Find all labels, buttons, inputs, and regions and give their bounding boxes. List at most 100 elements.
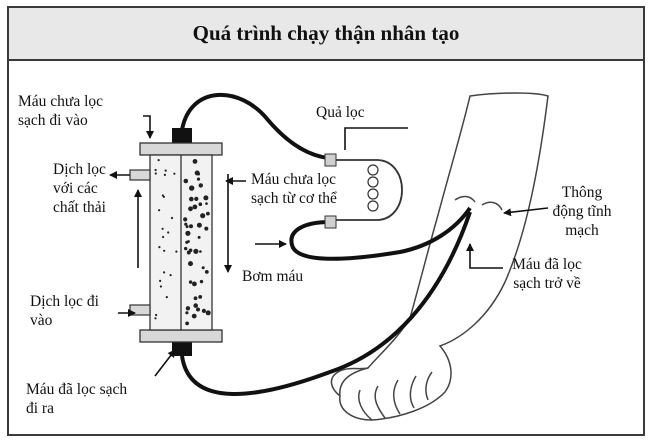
label-line: Thông xyxy=(561,184,603,201)
fibre-dot xyxy=(191,313,197,319)
fibre-dot xyxy=(164,169,167,172)
fibre-dot xyxy=(196,307,200,312)
fibre-dot xyxy=(167,231,170,234)
fibre-dot xyxy=(188,261,193,267)
fibre-dot xyxy=(192,281,197,287)
fibre-dot xyxy=(206,211,210,216)
fibre-dot xyxy=(199,250,202,253)
fibre-dot xyxy=(185,321,190,326)
fibre-dot xyxy=(188,280,193,284)
label-dialysate-out: Dịch lọc với các chất thải xyxy=(53,160,106,217)
fibre-dot xyxy=(163,249,166,252)
label-line: với các xyxy=(53,180,98,197)
fibre-dot xyxy=(203,195,209,201)
fibre-dot xyxy=(173,172,176,175)
fibre-dot xyxy=(199,279,204,284)
fibre-dot xyxy=(158,209,161,212)
fibre-dot xyxy=(162,235,165,239)
fibre-dot xyxy=(189,196,194,202)
fibre-dot xyxy=(205,202,208,205)
label-line: sạch đi vào xyxy=(18,112,88,129)
fibre-dot xyxy=(192,204,198,210)
fibre-dot xyxy=(163,271,166,274)
fibre-dot xyxy=(187,240,190,243)
label-blood-pump: Bơm máu xyxy=(242,268,304,285)
fibre-dot xyxy=(194,196,199,201)
label-line: mạch xyxy=(565,222,599,239)
fibre-dot xyxy=(161,227,164,230)
label-line: chất thải xyxy=(53,199,106,216)
fibre-dot xyxy=(185,306,191,311)
fibre-dot xyxy=(184,246,188,251)
filter-loop xyxy=(324,153,403,229)
arm-illustration xyxy=(330,92,549,421)
fibre-dot xyxy=(198,295,203,299)
fibre-dot xyxy=(183,178,189,184)
fibre-dot xyxy=(158,246,161,249)
fibre-dot xyxy=(201,266,205,270)
label-line: động tĩnh xyxy=(552,203,612,220)
label-line: Máu chưa lọc xyxy=(18,93,104,110)
fibre-dot xyxy=(193,248,199,254)
fibre-dot xyxy=(205,310,211,316)
fibre-dot xyxy=(170,216,174,220)
pointer-arrows xyxy=(109,115,549,377)
fibre-dot xyxy=(184,222,188,226)
label-dialysate-in: Dịch lọc đi vào xyxy=(30,292,99,330)
dialyzer-column xyxy=(129,128,223,356)
label-av-fistula: Thông động tĩnh mạch xyxy=(532,183,632,240)
label-filter: Quả lọc xyxy=(316,104,365,121)
fibre-dot xyxy=(185,225,189,229)
label-unfiltered-blood-from-body: Máu chưa lọc sạch từ cơ thể xyxy=(251,170,337,208)
label-line: Dịch lọc xyxy=(53,161,106,178)
fibre-dot xyxy=(198,202,203,206)
fibre-dot xyxy=(200,213,206,219)
fibre-dot xyxy=(169,274,172,277)
fibre-dot xyxy=(159,279,162,282)
fibre-dot xyxy=(201,308,206,313)
label-line: sạch từ cơ thể xyxy=(251,190,337,207)
fibre-dot xyxy=(185,311,189,315)
fibre-dot xyxy=(162,195,165,198)
label-filtered-blood-out: Máu đã lọc sạch đi ra xyxy=(26,380,127,418)
fibre-dot xyxy=(196,222,202,228)
blood-tubes xyxy=(180,93,472,396)
fibre-dot xyxy=(198,183,203,188)
fibre-dot xyxy=(193,303,198,308)
label-line: đi ra xyxy=(26,400,54,417)
fibre-dot xyxy=(159,285,162,288)
fibre-dot xyxy=(193,296,198,301)
fibre-dot xyxy=(154,317,157,320)
fibre-dot xyxy=(196,177,201,181)
fibre-dot xyxy=(154,168,157,172)
fibre-dot xyxy=(189,185,195,191)
fibre-dot xyxy=(185,230,191,236)
label-line: Máu đã lọc sạch xyxy=(26,381,128,398)
label-line: Máu chưa lọc xyxy=(251,171,337,188)
fibre-dot xyxy=(157,159,160,162)
fibre-dot xyxy=(183,217,188,222)
fibre-dot xyxy=(189,224,193,229)
fibre-dot xyxy=(155,313,158,317)
fibre-dot xyxy=(154,172,157,175)
label-unfiltered-blood-in: Máu chưa lọc sạch đi vào xyxy=(18,92,103,130)
fibre-dot xyxy=(192,159,198,164)
label-line: vào xyxy=(30,312,53,329)
fibre-dot xyxy=(197,172,201,176)
label-filtered-blood-return: Máu đã lọc sạch trở về xyxy=(492,255,602,293)
fibre-dot xyxy=(204,270,209,274)
fibre-dot xyxy=(197,235,201,239)
title-bar: Quá trình chạy thận nhân tạo xyxy=(9,8,643,61)
fibre-dot xyxy=(163,173,166,176)
fibre-dot xyxy=(165,296,168,299)
label-line: Máu đã lọc xyxy=(512,256,582,273)
fibre-dot xyxy=(188,248,193,253)
fibre-dot xyxy=(175,250,178,253)
fibre-dot xyxy=(188,206,193,212)
diagram-title: Quá trình chạy thận nhân tạo xyxy=(192,21,460,45)
label-line: sạch trở về xyxy=(513,275,581,292)
label-line: Dịch lọc đi xyxy=(30,293,99,310)
fibre-dot xyxy=(204,226,209,231)
